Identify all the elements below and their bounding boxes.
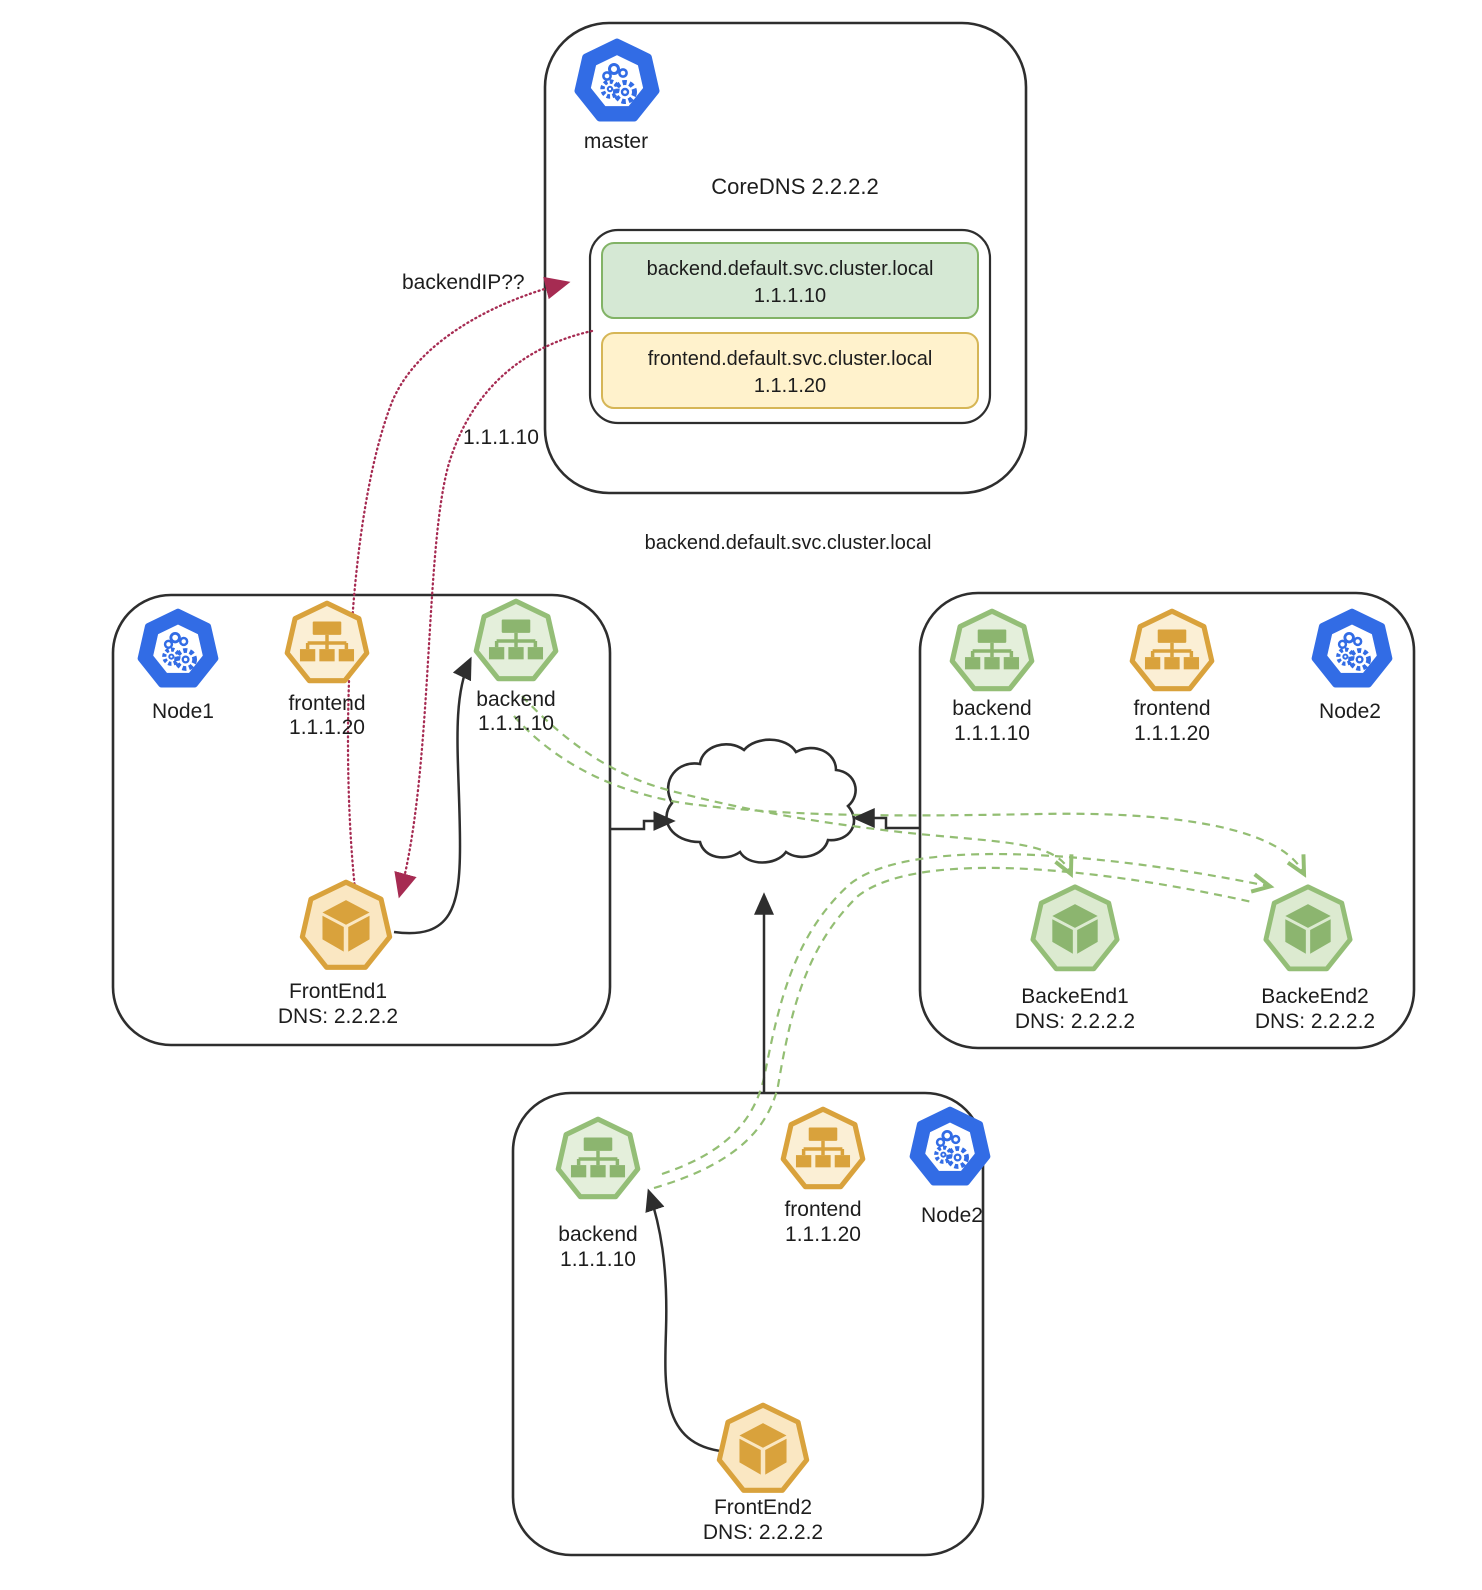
- node2-right-backend-service-icon: [952, 611, 1032, 689]
- node2-right-frontend-service-icon: [1132, 611, 1212, 689]
- node1-box: [111, 593, 612, 1047]
- arrow-frontend2-to-backend-service: [645, 1188, 731, 1454]
- frontend2-pod-dns: DNS: 2.2.2.2: [703, 1521, 823, 1544]
- route-node2bottom-backend-to-backeend2-a: [661, 852, 1268, 1176]
- arrow-coredns-to-frontend1: [394, 329, 594, 899]
- arrow-node2-to-cloud: [852, 808, 920, 830]
- route-node1-backend-to-backeend1: [521, 695, 1070, 872]
- cloud-icon: [665, 738, 857, 864]
- dns-record-backend-host: backend.default.svc.cluster.local: [647, 258, 934, 280]
- node2-bottom-backend-service-name: backend: [558, 1223, 637, 1246]
- node2-right-backend-service-ip: 1.1.1.10: [954, 722, 1030, 745]
- label-backend-query: backendIP??: [402, 271, 525, 294]
- node2-bottom-label: Node2: [921, 1204, 983, 1227]
- dns-record-frontend-host: frontend.default.svc.cluster.local: [648, 348, 933, 370]
- node1-backend-service-ip: 1.1.1.10: [478, 712, 554, 735]
- node2-right-kubernetes-icon: [1315, 612, 1389, 684]
- label-service-fqdn: backend.default.svc.cluster.local: [645, 532, 932, 554]
- backeend2-pod-name: BackeEnd2: [1261, 985, 1368, 1008]
- node1-kubernetes-icon: [141, 612, 215, 684]
- arrow-frontend1-to-coredns: [346, 276, 571, 900]
- node1-frontend-service-name: frontend: [288, 692, 365, 715]
- node1-frontend-service-ip: 1.1.1.20: [289, 716, 365, 739]
- arrow-node1-to-cloud: [610, 811, 676, 831]
- node1-frontend-service-icon: [287, 603, 367, 681]
- frontend2-pod-icon: [719, 1405, 806, 1490]
- node2-bottom-frontend-service-ip: 1.1.1.20: [785, 1223, 861, 1246]
- backeend2-pod-icon: [1266, 887, 1350, 969]
- frontend1-pod-name: FrontEnd1: [289, 980, 387, 1003]
- backeend1-pod-icon: [1033, 887, 1117, 969]
- arrow-frontend1-to-backend-service: [393, 656, 472, 935]
- node2-bottom-frontend-service-name: frontend: [784, 1198, 861, 1221]
- node2-bottom-backend-service-ip: 1.1.1.10: [560, 1248, 636, 1271]
- node2-bottom-kubernetes-icon: [913, 1110, 987, 1182]
- node2-right-frontend-service-ip: 1.1.1.20: [1134, 722, 1210, 745]
- label-resolved-ip: 1.1.1.10: [463, 426, 539, 449]
- node1-backend-service-icon: [476, 601, 556, 679]
- frontend1-pod-icon: [302, 882, 389, 967]
- dns-record-backend-ip: 1.1.1.10: [754, 285, 826, 307]
- backeend1-pod-name: BackeEnd1: [1021, 985, 1128, 1008]
- backeend2-pod-dns: DNS: 2.2.2.2: [1255, 1010, 1375, 1033]
- route-node1-backend-to-backeend2: [513, 715, 1303, 872]
- dns-record-backend: [601, 242, 979, 319]
- backeend1-pod-dns: DNS: 2.2.2.2: [1015, 1010, 1135, 1033]
- node2-bottom-frontend-service-icon: [783, 1109, 863, 1187]
- frontend1-pod-dns: DNS: 2.2.2.2: [278, 1005, 398, 1028]
- dns-record-frontend-ip: 1.1.1.20: [754, 375, 826, 397]
- master-kubernetes-icon: [578, 42, 656, 118]
- node2-right-label: Node2: [1319, 700, 1381, 723]
- coredns-title: CoreDNS 2.2.2.2: [711, 174, 879, 199]
- node2-bottom-box: [511, 1091, 985, 1557]
- node2-right-backend-service-name: backend: [952, 697, 1031, 720]
- node2-bottom-backend-service-icon: [558, 1119, 638, 1197]
- node1-backend-service-name: backend: [476, 688, 555, 711]
- dns-record-frontend: [601, 332, 979, 409]
- frontend2-pod-name: FrontEnd2: [714, 1496, 812, 1519]
- node2-right-frontend-service-name: frontend: [1133, 697, 1210, 720]
- master-label: master: [584, 130, 648, 153]
- node1-label: Node1: [152, 700, 214, 723]
